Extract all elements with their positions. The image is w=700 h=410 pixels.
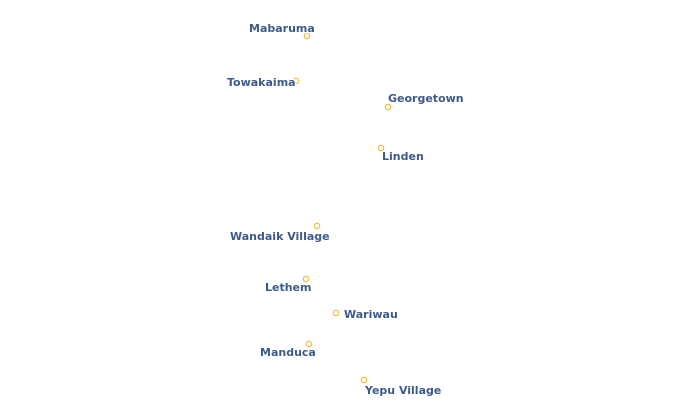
place-label: Lethem (265, 281, 311, 294)
place-yepu-village[interactable]: Yepu Village (360, 376, 443, 399)
place-wariwau[interactable]: Wariwau (332, 307, 399, 323)
place-marker-icon[interactable] (305, 340, 313, 348)
place-label: Towakaima (227, 76, 296, 89)
place-georgetown[interactable]: Georgetown (384, 91, 465, 111)
place-manduca[interactable]: Manduca (259, 340, 317, 361)
place-mabaruma[interactable]: Mabaruma (248, 21, 316, 40)
place-marker-icon[interactable] (377, 144, 385, 152)
place-label: Wariwau (344, 308, 398, 321)
place-linden[interactable]: Linden (377, 144, 425, 165)
place-wandaik-village[interactable]: Wandaik Village (229, 222, 331, 245)
place-towakaima[interactable]: Towakaima (226, 75, 300, 91)
place-marker-icon[interactable] (303, 32, 311, 40)
place-marker-icon[interactable] (292, 77, 300, 85)
place-marker-icon[interactable] (384, 103, 392, 111)
place-label: Georgetown (388, 92, 464, 105)
place-marker-icon[interactable] (302, 275, 310, 283)
place-label: Yepu Village (364, 384, 441, 397)
place-marker-icon[interactable] (332, 309, 340, 317)
place-label: Mabaruma (249, 22, 315, 35)
place-label: Manduca (260, 346, 316, 359)
place-marker-icon[interactable] (360, 376, 368, 384)
place-marker-icon[interactable] (313, 222, 321, 230)
place-lethem[interactable]: Lethem (264, 275, 313, 296)
place-label: Linden (382, 150, 424, 163)
place-label: Wandaik Village (230, 230, 330, 243)
